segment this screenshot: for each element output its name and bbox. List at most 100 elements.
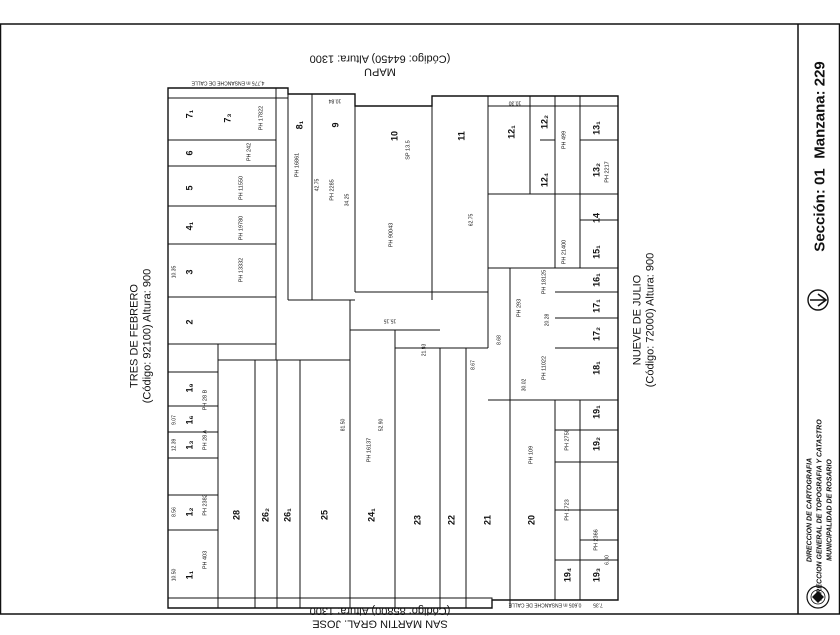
ph-label: PH 109: [528, 445, 535, 465]
street-right-name: NUEVE DE JULIO: [631, 274, 644, 366]
lot-label: 24₁: [366, 508, 377, 522]
measure-label: 21.93: [421, 343, 428, 357]
ph-label: PH 21400: [561, 239, 568, 265]
ph-label: PH 17822: [258, 105, 265, 131]
street-right-code: (Código: 72000) Altura: 900: [644, 252, 657, 388]
page-frame: [0, 23, 840, 615]
lot-label: 15₁: [591, 245, 602, 259]
lot-label: 22: [446, 514, 457, 526]
lot-header-strip: [487, 95, 619, 107]
lot-label: 17₁: [591, 299, 602, 313]
measure-label: 10.50: [171, 568, 178, 582]
lot-label: 26₂: [260, 507, 271, 523]
lot-label: 1₉: [184, 383, 195, 393]
measure-label: 81.50: [340, 418, 347, 432]
lot-label: 1₆: [184, 415, 195, 425]
lot-label: 1₃: [184, 440, 195, 450]
ph-label: PH 18125: [541, 269, 548, 295]
lot-label: 13₁: [591, 121, 602, 135]
lot-label: 26₁: [282, 508, 293, 522]
street-bottom-code: (Código: 85800) Altura: 1300: [309, 604, 451, 617]
lot-label: 1₂: [184, 507, 195, 517]
corner-note-top: 4,775 m ENSANCHE DE CALLE: [191, 79, 265, 86]
measure-label: 12.39: [171, 438, 178, 452]
lot-label: 13₂: [591, 162, 602, 178]
lot-label: 3: [184, 269, 195, 275]
ph-label: PH 499: [561, 130, 568, 150]
lot-label: 11: [456, 131, 467, 141]
ph-label: PH 11022: [541, 355, 548, 381]
lot-label: 12₄: [539, 172, 550, 188]
lot-label: 2: [184, 319, 195, 325]
ph-label: PH 293: [516, 298, 523, 318]
measure-label: 15.15: [383, 317, 397, 324]
ph-label: PH 2285: [329, 179, 336, 201]
street-top-code: (Código: 64450) Altura: 1300: [309, 52, 451, 65]
street-left-code: (Código: 92100) Altura: 900: [141, 268, 154, 404]
ph-label: PH 19780: [238, 215, 245, 241]
lot-label: 7₃: [222, 113, 233, 123]
measure-label: 20.28: [544, 313, 551, 327]
measure-label: 10.30: [508, 99, 522, 106]
left-column-dividers: [168, 88, 350, 608]
lot-label: 21: [482, 514, 493, 526]
ph-label: PH 16861: [294, 152, 301, 178]
municipality-seal: [806, 585, 830, 609]
ph-label: SP 13.5: [405, 140, 412, 160]
measure-label: 8.56: [171, 507, 178, 517]
ph-label: PH 2217: [604, 161, 611, 183]
ph-label: PH 16137: [366, 437, 373, 463]
lot-label: 18₁: [591, 361, 602, 375]
lot-label: 12₁: [506, 125, 517, 139]
measure-label: 6.00: [604, 555, 611, 565]
measure-label: 30.02: [521, 378, 528, 392]
ph-label: PH 13332: [238, 257, 245, 283]
lot-label: 17₂: [591, 326, 602, 342]
ph-label: PH 28 A: [202, 429, 209, 451]
north-arrow-icon: [807, 289, 829, 311]
measure-label: 8.68: [496, 335, 503, 345]
ph-label: PH 11550: [238, 175, 245, 201]
lot-label: 19₂: [591, 436, 602, 452]
top-corner-strip: [167, 87, 289, 99]
central-lot-dividers: [287, 94, 488, 608]
institution-line-3: MUNICIPALIDAD DE ROSARIO: [826, 459, 834, 561]
lot-label: 14: [591, 212, 602, 224]
measure-label: 10.35: [171, 265, 178, 279]
measure-label: 34.25: [344, 193, 351, 207]
ph-label: PH 2758: [564, 429, 571, 451]
measure-label: 10.84: [328, 97, 342, 104]
lot-label: 20: [526, 514, 537, 526]
manzana-title: Manzana: 229: [811, 61, 829, 159]
lot-label: 8₁: [294, 120, 305, 130]
lot-label: 12₂: [539, 114, 550, 130]
lot-label: 19₁: [591, 405, 602, 419]
lot-label: 23: [412, 514, 423, 526]
institution-line-1: DIRECCION DE CARTOGRAFIA: [806, 457, 814, 563]
lot-label: 25: [319, 509, 330, 521]
seccion-title: Sección: 01: [811, 168, 829, 252]
lot-label: 5: [184, 185, 195, 191]
institution-line-2: DIRECCION GENERAL DE TOPOGRAFIA Y CATAST…: [816, 419, 824, 601]
lot-label: 19₄: [562, 567, 573, 583]
lot-label: 4₁: [184, 221, 195, 231]
street-top-name: MAPU: [364, 65, 396, 78]
lot-label: 6: [184, 150, 195, 156]
ph-label: PH 2382: [202, 494, 209, 516]
bottom-strip: [167, 597, 493, 609]
corner-note-bottom: 0,605 m ENSANCHE DE CALLE: [508, 601, 582, 608]
lot-label: 16₁: [591, 273, 602, 287]
street-bottom-name: SAN MARTIN GRAL. JOSE: [312, 617, 448, 630]
measure-label: 7.35: [593, 601, 603, 608]
measure-label: 8.67: [470, 360, 477, 370]
measure-label: 9.07: [171, 415, 178, 425]
lot-label: 28: [231, 509, 242, 521]
lot-label: 10: [389, 130, 400, 142]
right-column-dividers: [487, 96, 618, 608]
ph-label: PH 28 B: [202, 389, 209, 411]
measure-label: 52.90: [378, 418, 385, 432]
ph-label: PH 2366: [593, 529, 600, 551]
ph-label: PH 403: [202, 550, 209, 570]
street-left-name: TRES DE FEBRERO: [128, 284, 141, 388]
